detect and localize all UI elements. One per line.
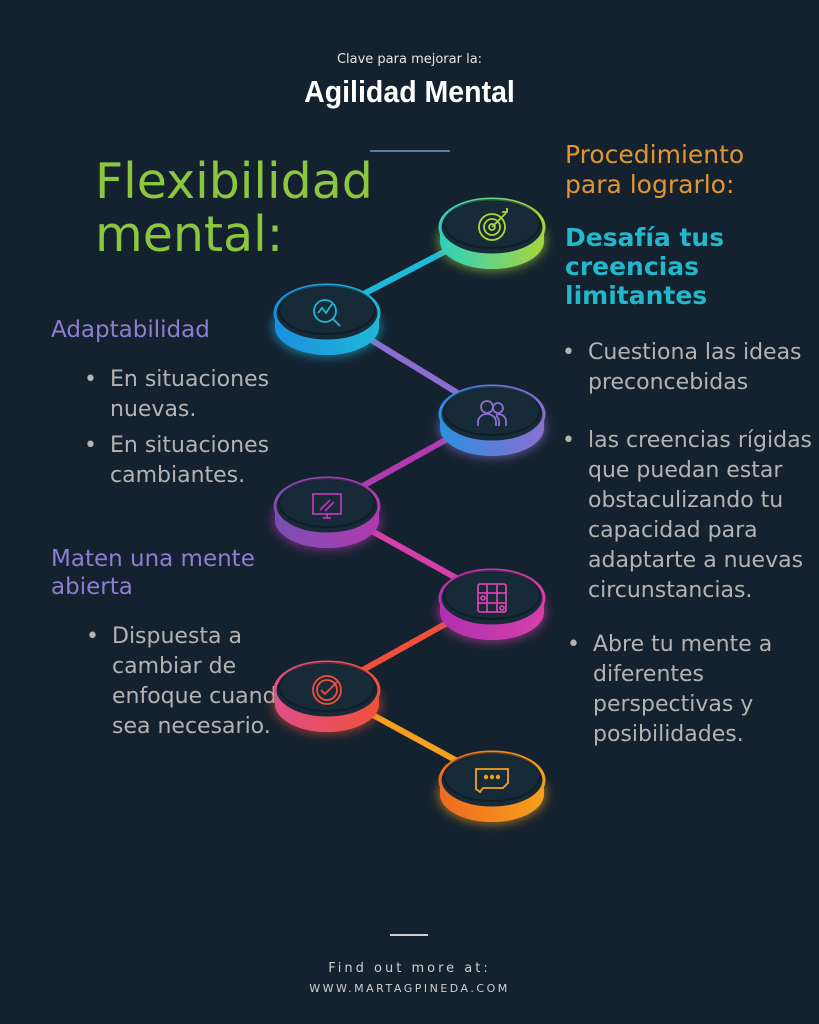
procedure-list: Cuestiona las ideas preconcebidas las cr…	[562, 338, 812, 750]
list-item: Abre tu mente a diferentes perspectivas …	[567, 630, 817, 750]
grid-icon	[477, 583, 507, 613]
timeline-node	[438, 384, 546, 458]
search-chart-icon	[313, 299, 341, 327]
chat-icon	[475, 768, 509, 794]
website-link[interactable]: WWW.MARTAGPINEDA.COM	[309, 982, 510, 995]
check-target-icon	[312, 675, 342, 705]
mente-abierta-list: Dispuesta a cambiar de enfoque cuando se…	[86, 622, 296, 742]
footer-text: Find out more at:	[328, 961, 491, 976]
list-item: las creencias rígidas que puedan estar o…	[562, 426, 812, 606]
list-item: En situaciones cambiantes.	[84, 431, 324, 491]
timeline-node	[438, 568, 546, 642]
list-item: Dispuesta a cambiar de enfoque cuando se…	[86, 622, 296, 742]
subtitle: Clave para mejorar la:	[336, 52, 483, 67]
timeline-node	[273, 476, 381, 550]
timeline-node	[438, 197, 546, 271]
page-title: Agilidad Mental	[304, 74, 515, 109]
people-icon	[477, 400, 507, 426]
adaptabilidad-title: Adaptabilidad	[51, 317, 210, 343]
list-item: En situaciones nuevas.	[84, 365, 324, 425]
list-item: Cuestiona las ideas preconcebidas	[562, 338, 812, 398]
timeline-node	[438, 750, 546, 824]
target-icon	[478, 208, 508, 241]
timeline-node	[273, 283, 381, 357]
timeline-node	[273, 660, 381, 734]
divider	[370, 150, 450, 152]
footer-divider	[390, 934, 428, 936]
right-subheading: Desafía tus creencias limitantes	[565, 223, 725, 310]
adaptabilidad-list: En situaciones nuevas. En situaciones ca…	[84, 365, 324, 491]
left-heading: Flexibilidad mental:	[95, 153, 373, 263]
mente-abierta-title: Maten una mente abierta	[51, 546, 255, 600]
monitor-growth-icon	[312, 493, 342, 519]
right-heading: Procedimiento para lograrlo:	[565, 140, 745, 199]
